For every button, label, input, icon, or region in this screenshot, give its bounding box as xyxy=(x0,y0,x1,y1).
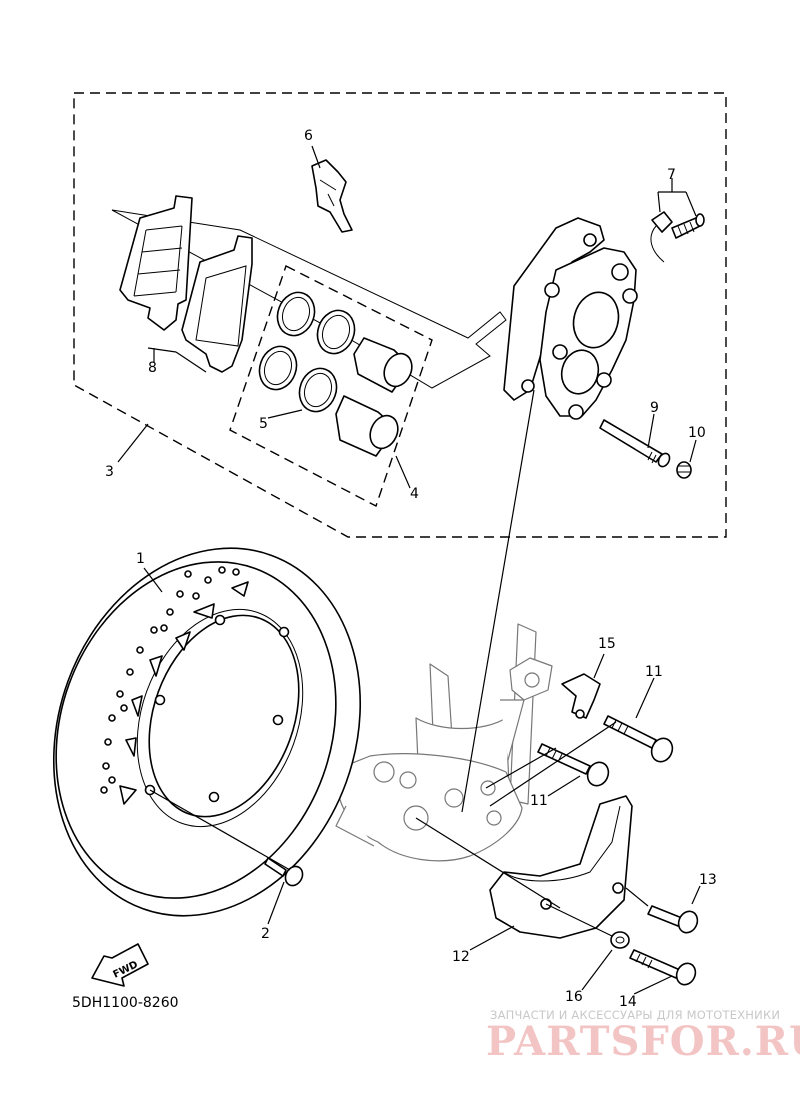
pistons xyxy=(335,337,413,457)
callout-4: 4 xyxy=(410,486,419,502)
leader-lines xyxy=(117,145,701,995)
pin-plug xyxy=(676,461,692,479)
disc-bolt xyxy=(264,857,304,887)
piston-seals xyxy=(258,291,356,413)
pad-pin xyxy=(599,419,671,468)
callout-7: 7 xyxy=(667,167,676,183)
callout-15: 15 xyxy=(598,636,616,652)
hose-guide-bracket xyxy=(561,673,601,719)
callout-16: 16 xyxy=(565,989,583,1005)
cover-bolt-lower xyxy=(629,949,697,986)
brake-disc xyxy=(52,547,362,917)
callout-2: 2 xyxy=(261,926,270,942)
caliper-assembly-outline xyxy=(73,92,727,538)
bleed-screw xyxy=(650,211,705,263)
caliper-bolt-upper xyxy=(603,715,674,763)
brake-pad-inner xyxy=(181,235,253,373)
callout-6: 6 xyxy=(304,128,313,144)
fork-leg-ghost xyxy=(335,623,553,862)
pad-spring xyxy=(311,159,353,233)
callout-10: 10 xyxy=(688,425,706,441)
callout-13: 13 xyxy=(699,872,717,888)
seal-kit-outline xyxy=(229,265,433,507)
disc-cover xyxy=(489,795,633,939)
callout-1: 1 xyxy=(136,551,145,567)
fwd-arrow: FWD xyxy=(91,943,149,987)
callout-9: 9 xyxy=(650,400,659,416)
callout-8: 8 xyxy=(148,360,157,376)
reference-lines xyxy=(149,389,649,937)
callout-11-lower: 11 xyxy=(530,793,548,809)
watermark-brand: PARTSFOR.RU xyxy=(486,1018,800,1065)
callout-12: 12 xyxy=(452,949,470,965)
diagram-code: 5DH1100-8260 xyxy=(72,995,179,1011)
cover-bolt-upper xyxy=(647,905,699,934)
brake-pad-outer xyxy=(119,195,193,331)
callout-5: 5 xyxy=(259,416,268,432)
callout-14: 14 xyxy=(619,994,637,1010)
callout-11-upper: 11 xyxy=(645,664,663,680)
caliper-body xyxy=(503,217,638,420)
watermark-caption: ЗАПЧАСТИ И АКСЕССУАРЫ ДЛЯ МОТОТЕХНИКИ xyxy=(490,1008,781,1022)
washer xyxy=(610,931,630,949)
callout-3: 3 xyxy=(105,464,114,480)
